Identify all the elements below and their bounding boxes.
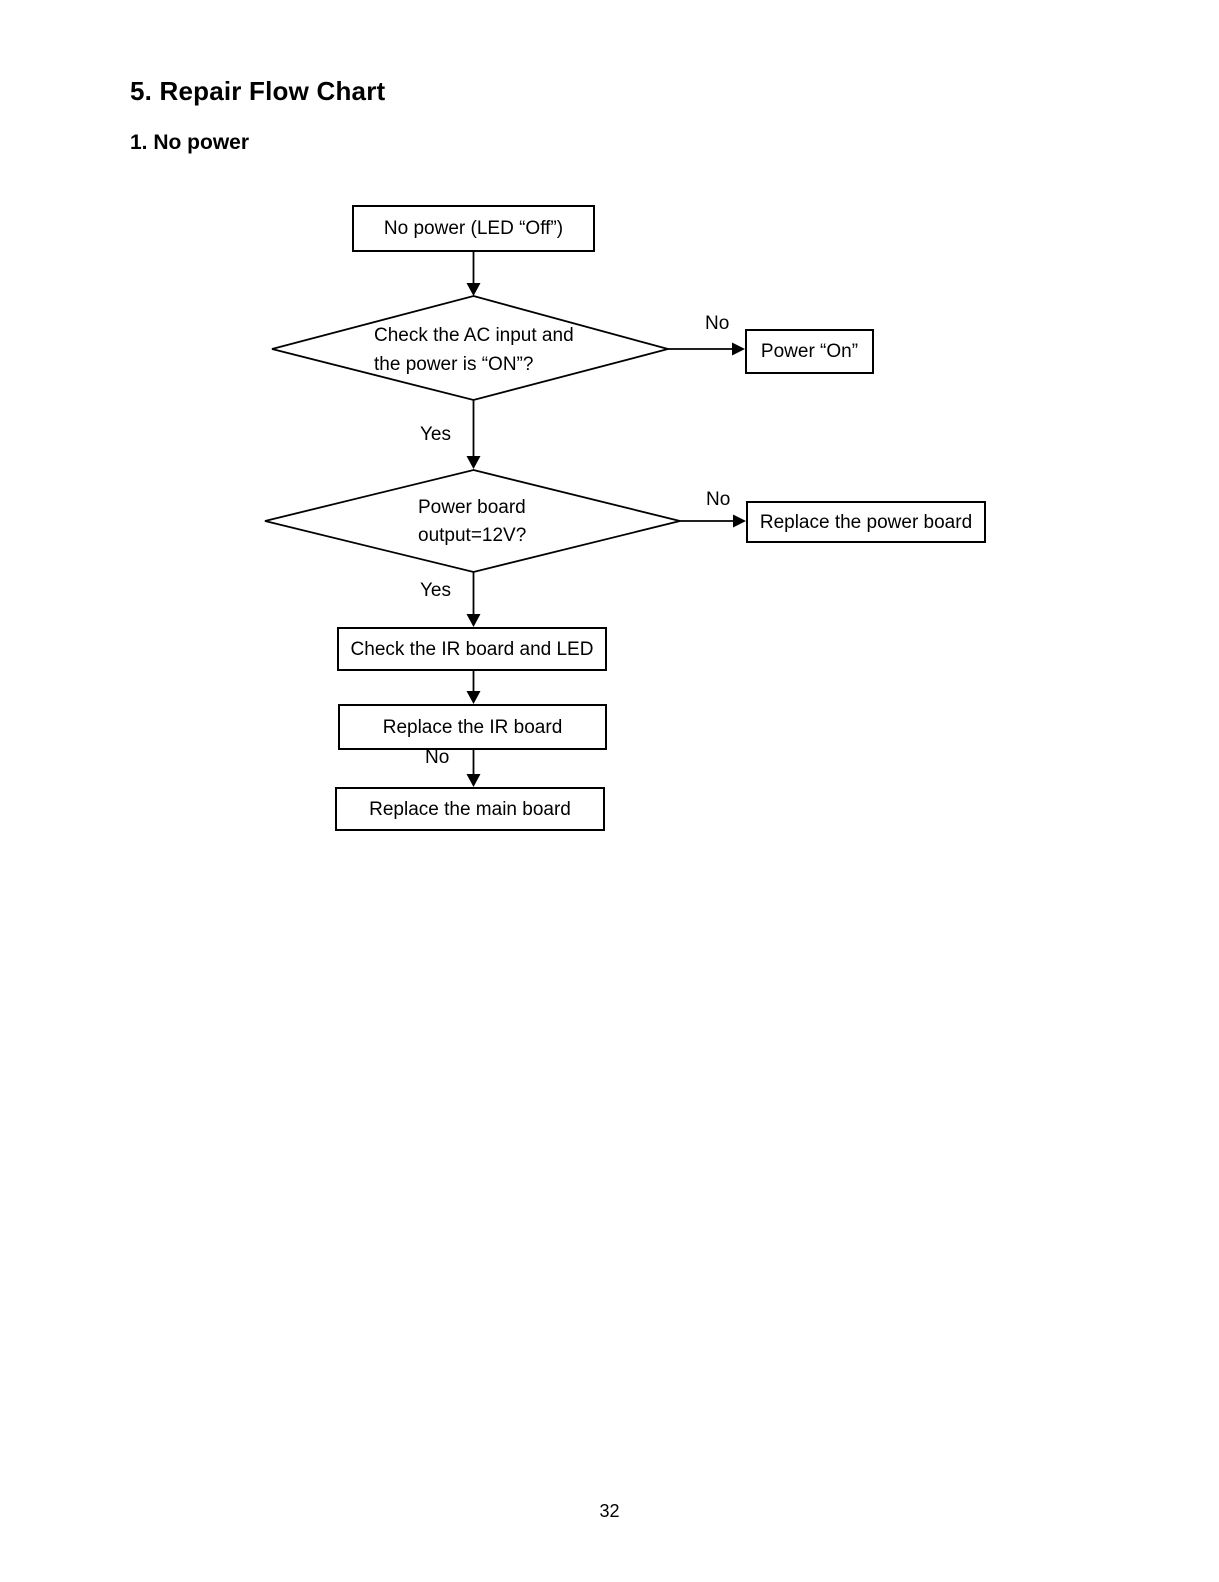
node-replace-main-board: Replace the main board — [335, 787, 605, 831]
node-no-power: No power (LED “Off”) — [352, 205, 595, 252]
edge-label-12v-yes: Yes — [420, 580, 451, 601]
decision-ac-line1: Check the AC input and — [374, 325, 574, 346]
node-replace-ir-board-label: Replace the IR board — [382, 716, 563, 738]
node-no-power-label: No power (LED “Off”) — [383, 218, 564, 239]
arrow-right-icon — [733, 514, 746, 528]
edge-label-ac-yes: Yes — [420, 424, 451, 445]
edge-label-ir-no: No — [425, 747, 450, 768]
node-power-on: Power “On” — [745, 329, 874, 374]
arrow-down-icon — [466, 691, 481, 704]
arrow-down-icon — [466, 283, 481, 296]
edge-label-ac-no: No — [705, 313, 730, 334]
page-number: 32 — [599, 1501, 620, 1521]
arrow-down-icon — [466, 456, 481, 469]
node-check-ir-board: Check the IR board and LED — [337, 627, 607, 671]
edge-label-12v-no: No — [706, 489, 731, 510]
decision-ac-line2: the power is “ON”? — [374, 354, 534, 375]
node-replace-ir-board: Replace the IR board — [338, 704, 607, 750]
arrow-down-icon — [466, 614, 481, 627]
decision-12v-line1: Power board — [418, 497, 526, 518]
decision-12v-text: Power board output=12V? — [418, 494, 526, 550]
page-title: 5. Repair Flow Chart — [130, 76, 386, 106]
node-check-ir-board-label: Check the IR board and LED — [350, 638, 594, 660]
decision-ac-text: Check the AC input and the power is “ON”… — [374, 321, 574, 379]
decision-12v-line2: output=12V? — [418, 525, 527, 546]
arrow-right-icon — [732, 342, 745, 356]
arrow-down-icon — [466, 774, 481, 787]
section-heading: 1. No power — [130, 131, 250, 154]
node-replace-power-board-label: Replace the power board — [759, 511, 973, 533]
node-power-on-label: Power “On” — [760, 341, 859, 362]
node-replace-power-board: Replace the power board — [746, 501, 986, 543]
node-replace-main-board-label: Replace the main board — [369, 798, 571, 820]
